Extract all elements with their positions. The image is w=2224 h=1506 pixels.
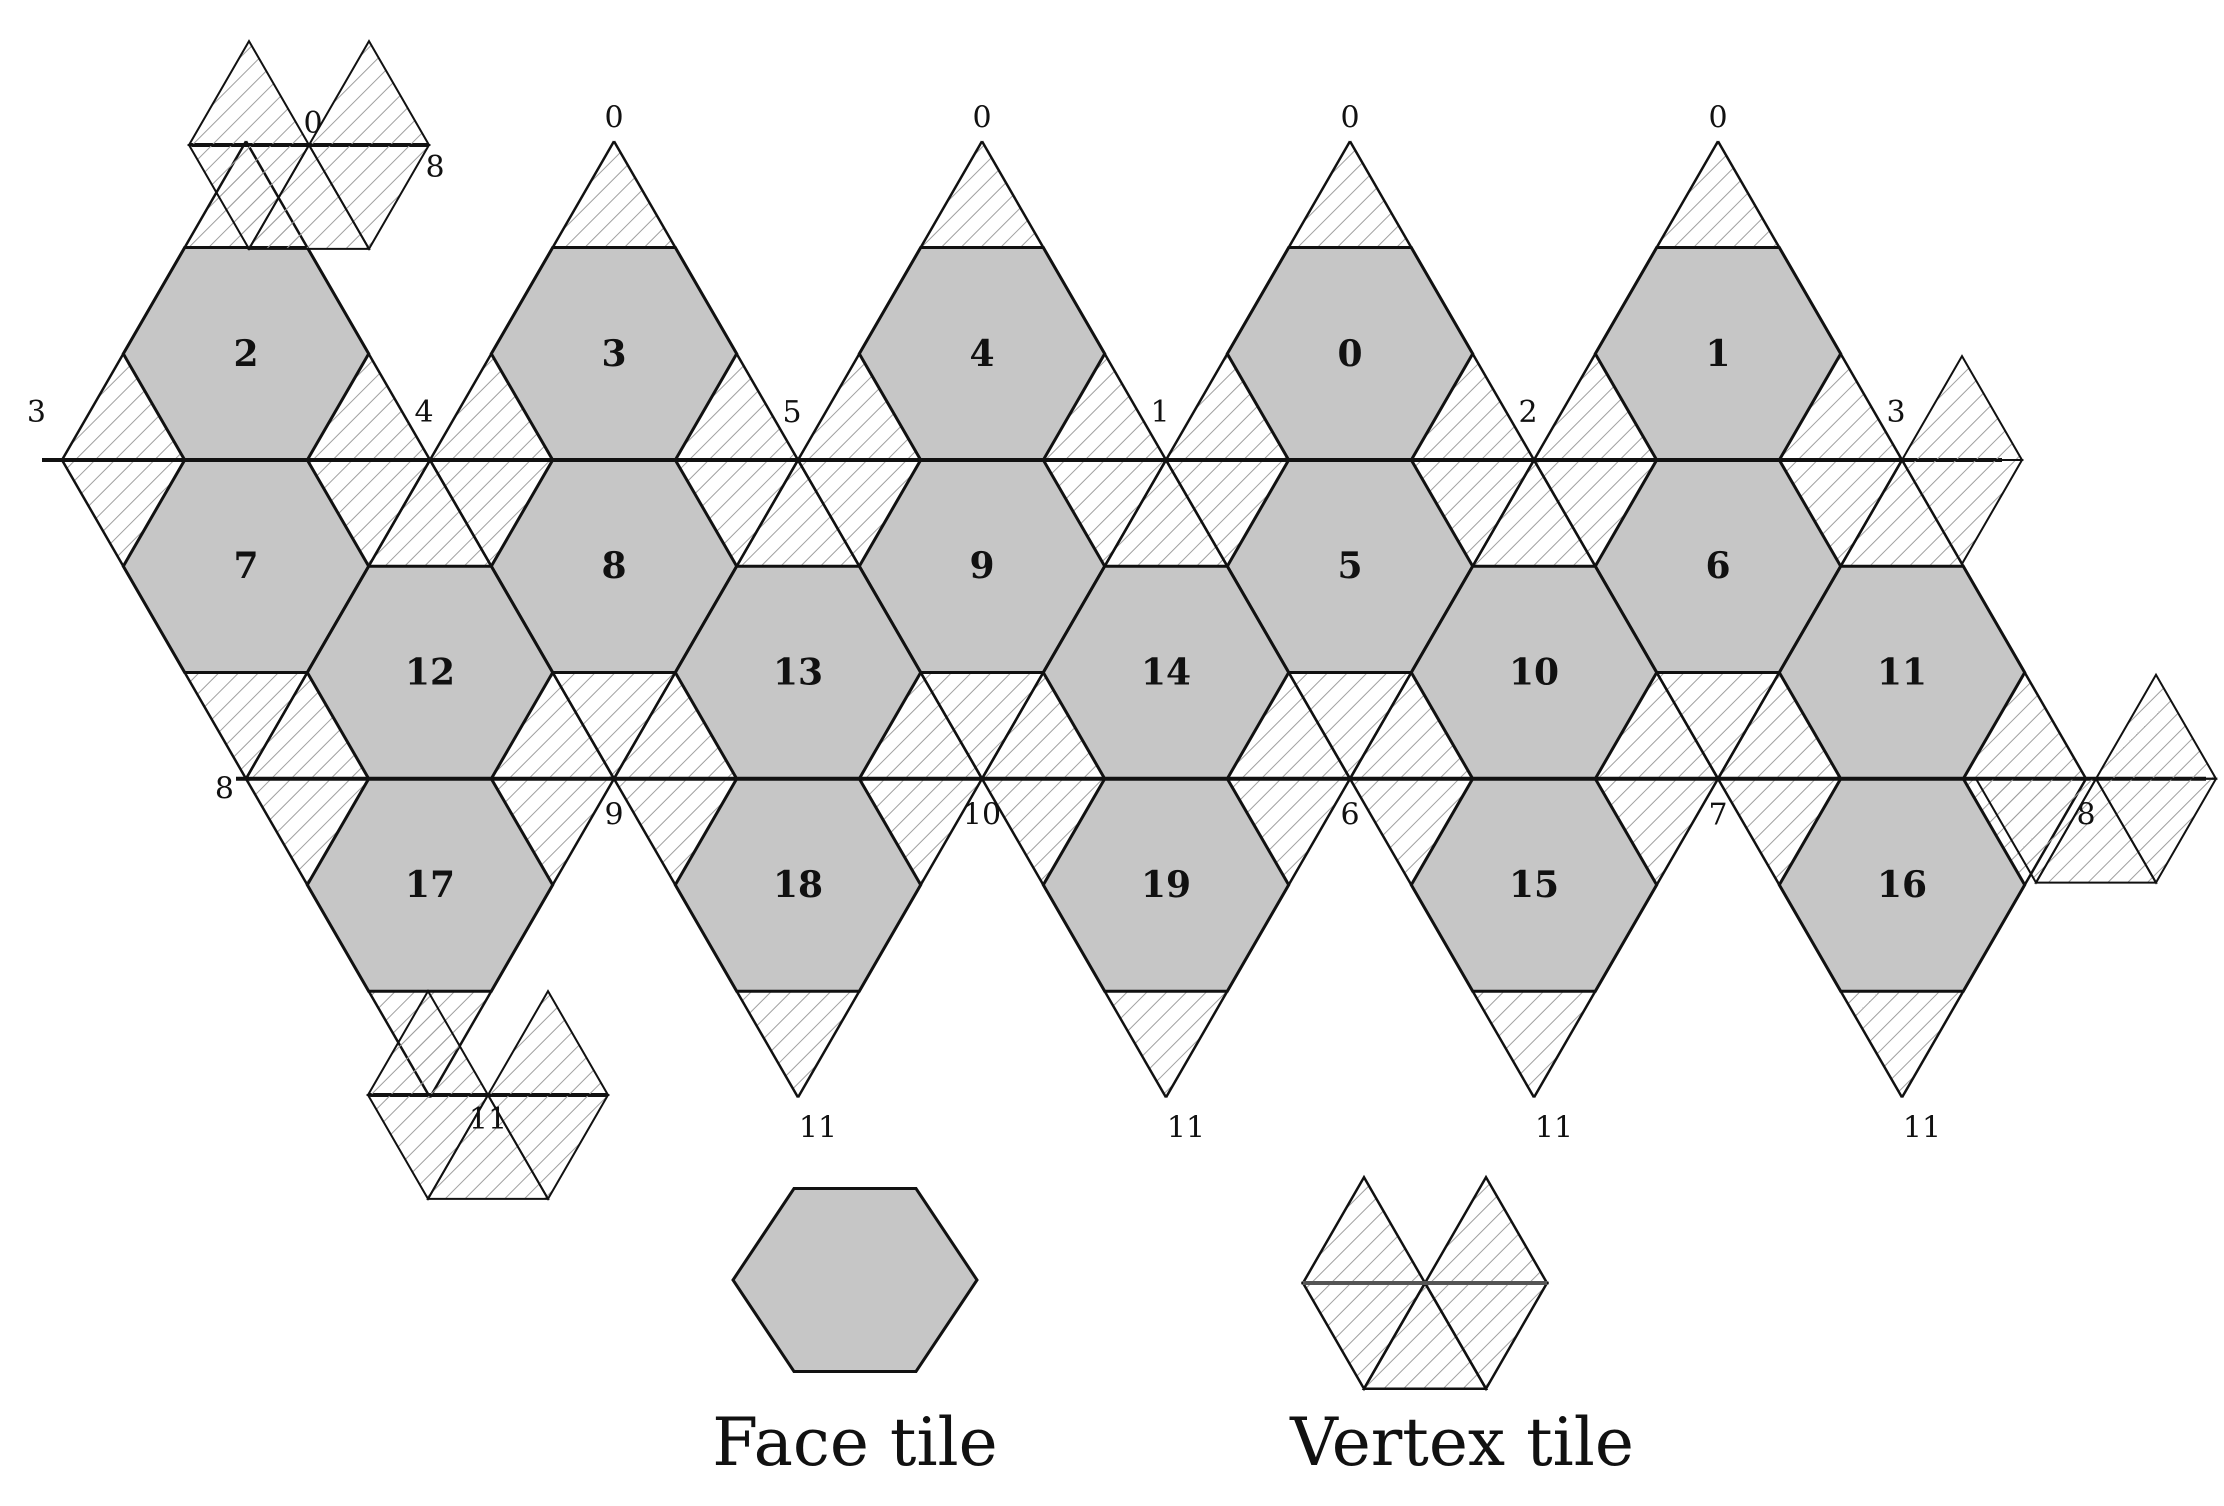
vertex-label: 3 [27,395,46,430]
vertex-label: 4 [414,395,433,430]
face-tile-label: 4 [969,333,994,375]
vertex-tile-triangle [486,1094,610,1201]
vertex-tile-triangle [2094,672,2218,780]
net-edge [60,140,248,461]
net-edges [42,140,2206,1099]
corner-vertex-extra-label: 8 [425,150,444,185]
face-tile-label: 11 [1877,652,1927,694]
vertex-label: 0 [1708,100,1727,135]
face-tile-label: 19 [1141,864,1191,906]
net-edge [428,459,616,780]
vertex-label: 2 [1518,395,1537,430]
vertex-label: 11 [799,1110,837,1145]
face-tile-label: 1 [1705,333,1730,375]
face-tile-label: 14 [1141,652,1191,694]
net-edge [1348,140,1536,461]
vertex-label: 0 [604,100,623,135]
net-edge [980,459,1168,780]
vertex-label: 5 [782,395,801,430]
vertex-label: 9 [604,798,623,833]
legend: Face tile Vertex tile [712,1174,1634,1481]
vertex-tile-right-lower [1974,672,2218,885]
vertex-label: 0 [972,100,991,135]
corner-vertex-label: 0 [303,106,322,141]
face-tile-label: 8 [601,545,626,587]
face-tile-label: 17 [405,864,455,906]
net-edge [1164,778,1352,1099]
net-edge [428,140,616,461]
net-edge [612,459,800,780]
net-edge [796,459,984,780]
vertex-label: 6 [1340,798,1359,833]
vertex-label: 7 [1708,798,1727,833]
face-tile-label: 15 [1509,864,1559,906]
net-edge [1348,459,1536,780]
net-edge [612,140,800,461]
net-edge [1348,778,1536,1099]
face-tile-label: 18 [773,864,823,906]
net-edge [1532,140,1720,461]
net-edge [428,778,616,1099]
vertex-label: 11 [1167,1110,1205,1145]
face-tile-label: 16 [1877,864,1927,906]
face-tile-label: 10 [1509,652,1559,694]
vertex-label: 10 [963,798,1001,833]
net-edge [796,140,984,461]
net-edge [1164,140,1352,461]
net-edge [796,778,984,1099]
vertex-label: 11 [1903,1110,1941,1145]
vertex-tile-bottom-left [366,989,610,1201]
net-edge [980,140,1168,461]
net-edge [244,459,432,780]
net-edge [1164,459,1352,780]
vertex-label: 8 [215,772,234,807]
vertex-label: 0 [1340,100,1359,135]
net-edge [1532,778,1720,1099]
vertex-label: 8 [2076,798,2095,833]
corner-vertex-tiles [187,39,2218,1201]
net-edge [612,778,800,1099]
face-tile-label: 0 [1337,333,1362,375]
face-tile-label: 2 [233,333,258,375]
vertex-label: 1 [1150,395,1169,430]
vertex-label: 3 [1886,395,1905,430]
corner-vertex-label: 11 [469,1102,507,1137]
face-tiles [121,246,2027,993]
legend-vertex-triangle [1300,1174,1428,1285]
legend-vertex-tile-label: Vertex tile [1289,1404,1634,1481]
net-edge [980,778,1168,1099]
face-tile-label: 3 [601,333,626,375]
vertex-tile-triangle [486,989,610,1096]
legend-face-tile-label: Face tile [712,1404,997,1481]
face-tile-label: 13 [773,652,823,694]
vertex-tile-top-left [187,39,431,251]
vertex-tile-right-upper [1900,354,2024,566]
vertex-tile-triangle [187,39,311,146]
net-edge [1716,140,1904,461]
face-tile-label: 7 [233,545,258,587]
legend-face-hexagon [731,1187,979,1373]
vertex-tile-triangle [2034,776,2158,884]
vertex-tile-triangle [307,39,431,146]
face-tile-label: 5 [1337,545,1362,587]
vertex-tile-triangle [1900,459,2024,566]
vertex-tile-triangle [307,144,431,251]
net-edge [1716,778,1904,1099]
legend-face-tile [731,1187,979,1373]
net-edge [1532,459,1720,780]
vertex-label: 11 [1535,1110,1573,1145]
face-tile-label: 12 [405,652,455,694]
net-edge [1716,459,1904,780]
vertex-tile-triangle [1900,354,2024,461]
net-edge [60,459,248,780]
face-tile-label: 6 [1705,545,1730,587]
face-tile-label: 9 [969,545,994,587]
legend-vertex-triangle [1422,1174,1550,1285]
legend-vertex-tile [1300,1174,1550,1392]
